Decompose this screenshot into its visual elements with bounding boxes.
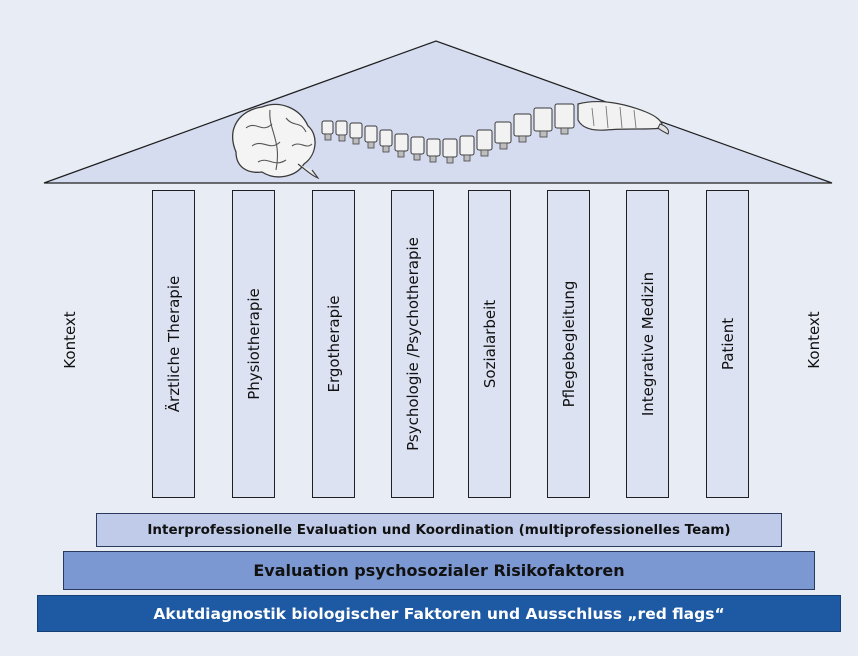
pillar-label: Integrative Medizin (638, 271, 657, 417)
pillar-label: Ergotherapie (324, 295, 343, 393)
roof-triangle (43, 40, 833, 184)
pillar-label: Patient (718, 317, 737, 371)
roof (43, 40, 833, 184)
pillar-label: Sozialarbeit (480, 299, 499, 389)
pillar-sozialarbeit: Sozialarbeit (468, 190, 511, 498)
spine-icon (321, 101, 669, 164)
context-label-left: Kontext (61, 311, 79, 369)
step-interprofessional-evaluation: Interprofessionelle Evaluation und Koord… (96, 513, 782, 547)
pillar-patient: Patient (706, 190, 749, 498)
step-acute-diagnostics: Akutdiagnostik biologischer Faktoren und… (37, 595, 841, 632)
pillar-psychologie: Psychologie /Psychotherapie (391, 190, 434, 498)
pillar-physiotherapie: Physiotherapie (232, 190, 275, 498)
context-label-right: Kontext (805, 311, 823, 369)
brain-icon (232, 103, 320, 180)
pillar-label: Pflegebegleitung (559, 280, 578, 408)
pillar-pflegebegleitung: Pflegebegleitung (547, 190, 590, 498)
pillar-ergotherapie: Ergotherapie (312, 190, 355, 498)
pillar-label: Physiotherapie (244, 288, 263, 400)
pillar-integrative-medizin: Integrative Medizin (626, 190, 669, 498)
pillar-label: Ärztliche Therapie (164, 275, 183, 413)
step-psychosocial-risk: Evaluation psychosozialer Risikofaktoren (63, 551, 815, 590)
pillar-aerztliche-therapie: Ärztliche Therapie (152, 190, 195, 498)
pillar-label: Psychologie /Psychotherapie (403, 237, 422, 451)
